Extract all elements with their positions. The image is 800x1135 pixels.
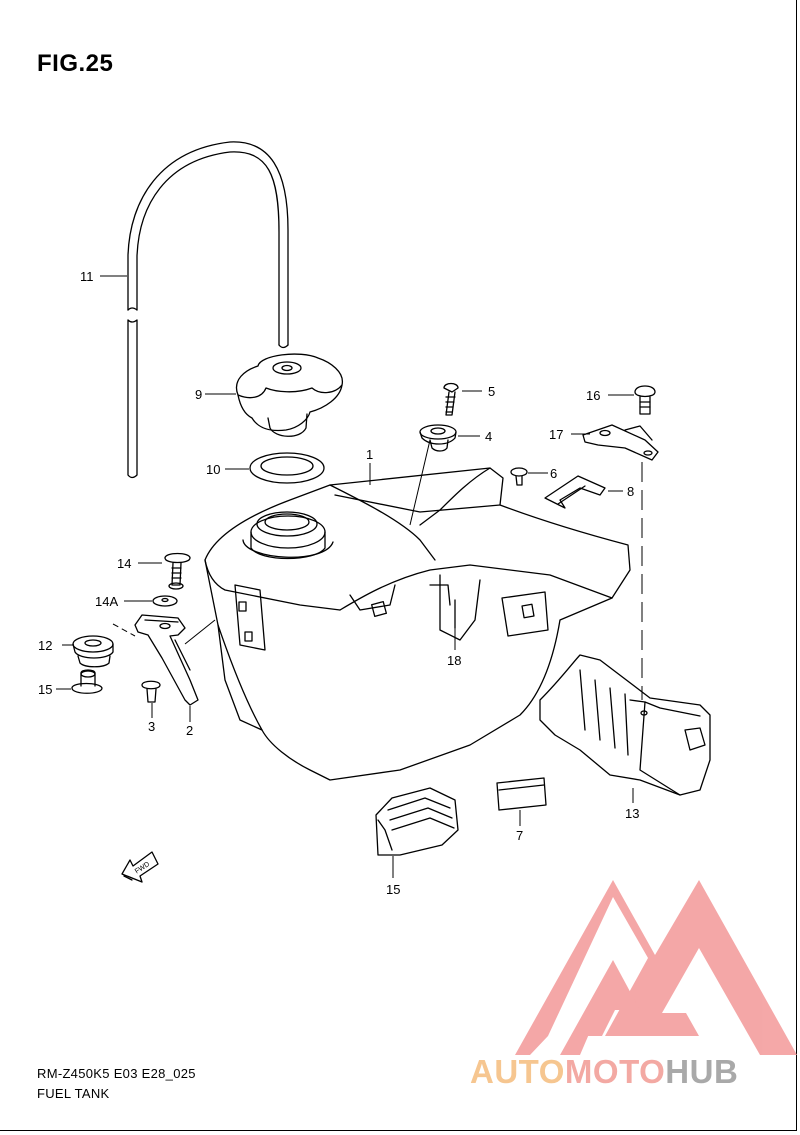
- callout-14: 14: [117, 556, 131, 571]
- bolt-14: [165, 554, 190, 590]
- callout-2: 2: [186, 723, 193, 738]
- callout-6: 6: [550, 466, 557, 481]
- bracket-18: [583, 425, 658, 460]
- callout-7: 7: [516, 828, 523, 843]
- callout-12: 12: [38, 638, 52, 653]
- figure-title: FIG.25: [37, 50, 114, 77]
- figure-name: FUEL TANK: [37, 1086, 110, 1101]
- watermark-triangle-icon: [515, 880, 797, 1055]
- guard-16: [376, 788, 458, 855]
- grommet-4: [420, 425, 456, 451]
- label-7: [497, 778, 546, 810]
- callout-5: 5: [488, 384, 495, 399]
- bolt-6: [511, 468, 527, 485]
- tank-bracket-2: [135, 615, 198, 705]
- model-code: RM-Z450K5 E03 E28_025: [37, 1066, 196, 1081]
- callout-1: 1: [366, 447, 373, 462]
- callout-3: 3: [148, 719, 155, 734]
- cap-gasket: [250, 453, 324, 483]
- callout-9: 9: [195, 387, 202, 402]
- callout-18: 17: [549, 427, 563, 442]
- callout-15: 15: [38, 682, 52, 697]
- cushion-12: [73, 636, 113, 667]
- leader-lines: [56, 276, 642, 878]
- watermark-part-moto: MOTO: [564, 1053, 666, 1090]
- bolt-3: [142, 681, 160, 702]
- callout-10: 10: [206, 462, 220, 477]
- watermark-wordmark: AUTOMOTOHUB: [470, 1053, 738, 1091]
- callout-11: 11: [80, 269, 94, 284]
- washer-14A: [153, 596, 177, 606]
- screw-5: [444, 384, 458, 416]
- fuel-tank-body: [205, 468, 630, 780]
- fuel-cap: [236, 354, 342, 436]
- callout-17: 16: [586, 388, 600, 403]
- bolt-17: [635, 386, 655, 414]
- callout-4: 4: [485, 429, 492, 444]
- side-cover-13: [540, 655, 710, 795]
- callout-19: 18: [447, 653, 461, 668]
- fwd-arrow-icon: [122, 852, 158, 882]
- breather-hose: [128, 142, 288, 478]
- watermark-part-hub: HUB: [665, 1053, 739, 1090]
- callout-13: 13: [625, 806, 639, 821]
- callout-14A: 14A: [95, 594, 118, 609]
- watermark-part-auto: AUTO: [470, 1053, 565, 1090]
- callout-8: 8: [627, 484, 634, 499]
- callout-16: 15: [386, 882, 400, 897]
- filler-neck: [243, 512, 333, 559]
- clip-8: [545, 476, 605, 508]
- collar-15: [72, 670, 102, 693]
- callout-labels: 11 9 10 1 5 4 6 8 16 17 14 14A 12 15 3 2…: [38, 269, 639, 897]
